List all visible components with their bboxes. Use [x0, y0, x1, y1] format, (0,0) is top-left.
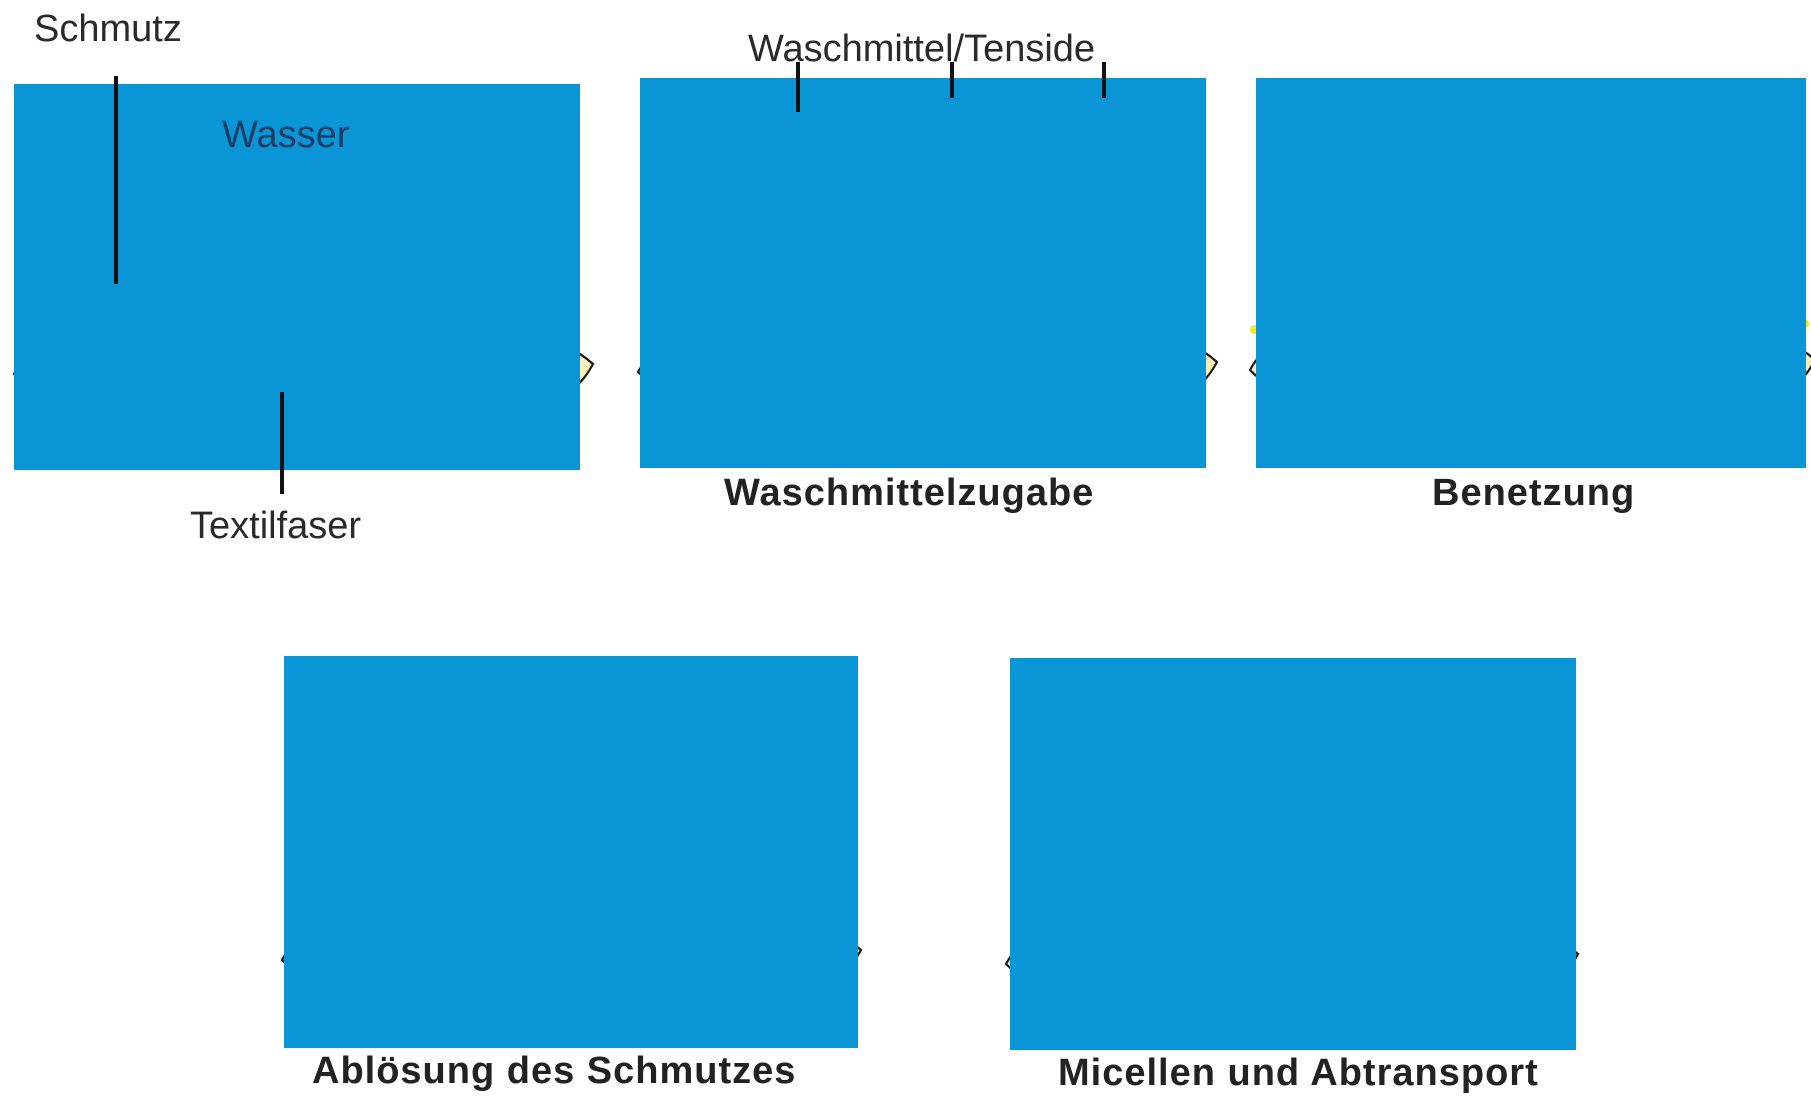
- fiber-label: Textilfaser: [190, 505, 361, 548]
- surfactant-label: Waschmittel/Tenside: [748, 28, 1095, 71]
- water-area: [284, 656, 858, 1048]
- caption-detergent-addition: Waschmittelzugabe: [724, 472, 1094, 515]
- water-label: Wasser: [222, 114, 349, 157]
- caption-micelles-transport: Micellen und Abtransport: [1058, 1052, 1539, 1095]
- caption-wetting: Benetzung: [1432, 472, 1635, 515]
- dirt-label: Schmutz: [34, 8, 182, 51]
- caption-dirt-detachment: Ablösung des Schmutzes: [312, 1050, 796, 1093]
- water-area: [1010, 658, 1576, 1050]
- water-area: [1256, 78, 1806, 468]
- water-area: [640, 78, 1206, 468]
